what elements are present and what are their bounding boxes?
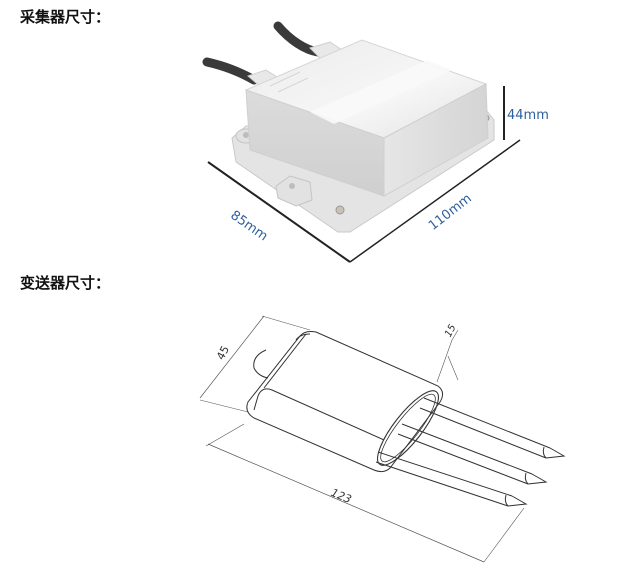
height-label: 44mm [507,108,549,123]
dim-123-line [207,443,485,563]
transmitter-dimensions-heading: 变送器尺寸： [20,274,111,292]
collector-photo [200,20,560,270]
width-dimension-line [349,139,521,263]
collector-dimensions-heading: 采集器尺寸： [20,8,111,26]
dim-45-line [199,315,265,399]
depth-dimension-line [207,161,351,263]
transmitter-drawing [190,300,590,574]
probe-icon [375,397,566,507]
